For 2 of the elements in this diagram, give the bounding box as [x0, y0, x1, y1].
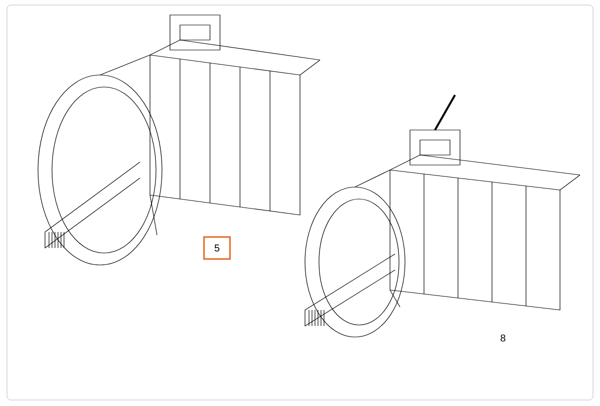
callout-box: 5	[203, 236, 231, 260]
callout-number: 8	[500, 334, 506, 342]
